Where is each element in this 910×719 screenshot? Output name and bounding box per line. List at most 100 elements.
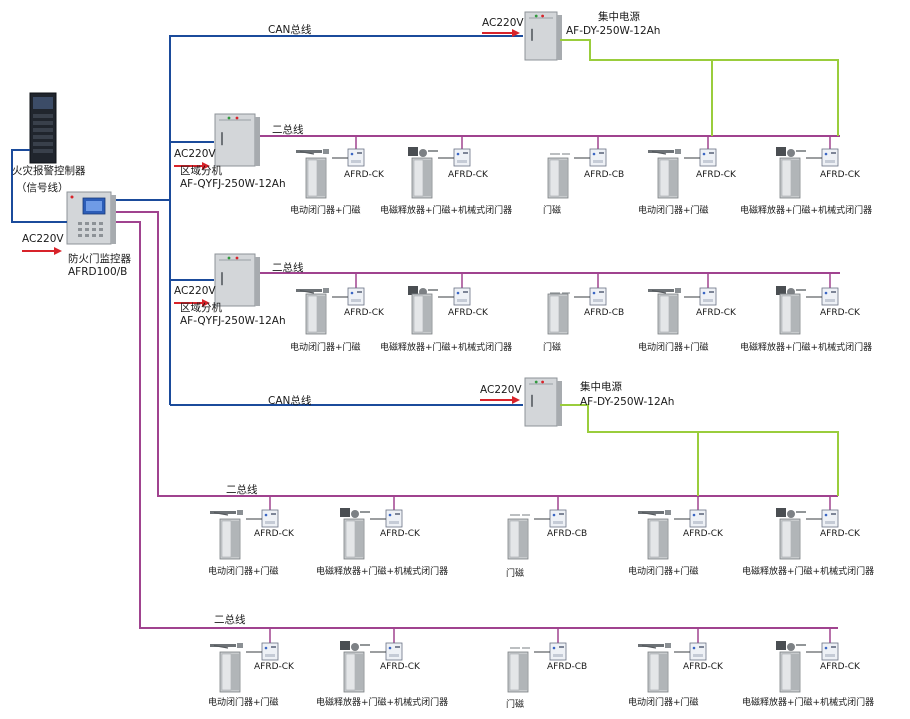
door-type-r3-1: 电动闭门器+门磁 [208,567,279,577]
two-bus-label-row-1: 二总线 [272,124,304,136]
device-label-r2-1: AFRD-CK [344,308,384,318]
two-bus-label-row-2: 二总线 [272,262,304,274]
door-type-r3-3: 门磁 [506,569,525,579]
door-closer-r2-1 [296,288,329,294]
signal-line [11,149,67,223]
module-box-r3-3 [549,509,567,528]
device-label-r4-2: AFRD-CK [380,662,420,672]
door-monitor-model-label: AFRD100/B [68,266,128,278]
device-label-r1-3: AFRD-CB [584,170,625,180]
device-label-r3-4: AFRD-CK [683,529,723,539]
ac220v-label-power-1: AC220V [482,17,524,29]
module-box-r3-4 [689,509,707,528]
ac220v-arrow-monitor [22,247,62,255]
area-branch-cabinet-2 [214,253,260,307]
door-type-r2-5: 电磁释放器+门磁+机械式闭门器 [740,343,873,353]
door-r3-4 [647,518,669,560]
can-bus-label-1: CAN总线 [268,24,312,36]
electromagnetic-releaser-r4-2 [340,641,370,651]
door-type-r4-2: 电磁释放器+门磁+机械式闭门器 [316,698,449,708]
ac220v-arrow-branch-1 [174,162,210,170]
signal-line-label: （信号线） [16,182,69,194]
ac220v-arrow-power-1 [482,29,520,37]
module-box-r1-4 [699,148,717,167]
module-box-r4-2 [385,642,403,661]
module-box-r1-3 [589,148,607,167]
central-power-cabinet-1 [524,11,562,61]
door-type-r1-2: 电磁释放器+门磁+机械式闭门器 [380,206,513,216]
door-r1-1 [305,157,327,199]
door-double-r2-3 [547,293,569,335]
device-label-r3-1: AFRD-CK [254,529,294,539]
area-branch-cabinet-1 [214,113,260,167]
module-box-r3-5 [821,509,839,528]
module-box-r2-2 [453,287,471,306]
device-label-r4-1: AFRD-CK [254,662,294,672]
device-label-r1-2: AFRD-CK [448,170,488,180]
area-branch-name-2: 区域分机 [180,302,222,314]
module-box-r4-3 [549,642,567,661]
device-label-r4-4: AFRD-CK [683,662,723,672]
electromagnetic-releaser-r3-2 [340,508,370,518]
electromagnetic-releaser-r3-5 [776,508,806,518]
door-type-r4-4: 电动闭门器+门磁 [628,698,699,708]
area-branch-model-1: AF-QYFJ-250W-12Ah [180,178,286,190]
door-r4-2 [343,651,365,693]
device-label-r3-5: AFRD-CK [820,529,860,539]
central-power-name-2: 集中电源 [580,381,622,393]
door-double-r3-3 [507,518,529,560]
fire-alarm-controller-label: 火灾报警控制器 [12,165,86,177]
ac220v-label-branch-2: AC220V [174,285,216,297]
door-r4-4 [647,651,669,693]
door-type-r4-1: 电动闭门器+门磁 [208,698,279,708]
door-type-r3-2: 电磁释放器+门磁+机械式闭门器 [316,567,449,577]
two-bus-row-4 [116,221,838,629]
device-label-r2-2: AFRD-CK [448,308,488,318]
door-type-r2-2: 电磁释放器+门磁+机械式闭门器 [380,343,513,353]
door-type-r4-3: 门磁 [506,700,525,710]
door-double-r1-3 [547,157,569,199]
central-power-name-1: 集中电源 [598,11,640,23]
area-branch-name-1: 区域分机 [180,165,222,177]
module-box-r2-1 [347,287,365,306]
door-r4-1 [219,651,241,693]
ac220v-label-branch-1: AC220V [174,148,216,160]
device-label-r4-3: AFRD-CB [547,662,588,672]
door-monitor-name-label: 防火门监控器 [68,253,131,265]
two-bus-label-row-3: 二总线 [226,484,258,496]
device-label-r3-3: AFRD-CB [547,529,588,539]
door-r3-5 [779,518,801,560]
door-double-r4-3 [507,651,529,693]
electromagnetic-releaser-r1-5 [776,147,806,157]
two-bus-row-3 [116,211,838,497]
door-r2-1 [305,293,327,335]
device-label-r2-3: AFRD-CB [584,308,625,318]
ac220v-label-monitor: AC220V [22,233,64,245]
central-power-model-1: AF-DY-250W-12Ah [566,25,661,37]
device-label-r1-5: AFRD-CK [820,170,860,180]
door-monitor-cabinet [66,191,116,245]
door-r2-5 [779,293,801,335]
module-box-r1-1 [347,148,365,167]
device-label-r1-1: AFRD-CK [344,170,384,180]
module-box-r3-2 [385,509,403,528]
door-type-r1-3: 门磁 [543,206,562,216]
door-type-r1-4: 电动闭门器+门磁 [638,206,709,216]
door-type-r2-4: 电动闭门器+门磁 [638,343,709,353]
device-label-r3-2: AFRD-CK [380,529,420,539]
door-type-r4-5: 电磁释放器+门磁+机械式闭门器 [742,698,875,708]
door-r1-2 [411,157,433,199]
can-bus-main [116,35,523,201]
module-box-r4-4 [689,642,707,661]
door-closer-r1-4 [648,149,681,155]
door-type-r2-3: 门磁 [543,343,562,353]
door-r3-2 [343,518,365,560]
door-r1-5 [779,157,801,199]
central-power-cabinet-2 [524,377,562,427]
area-branch-model-2: AF-QYFJ-250W-12Ah [180,315,286,327]
module-box-r1-5 [821,148,839,167]
device-label-r4-5: AFRD-CK [820,662,860,672]
module-box-r2-3 [589,287,607,306]
